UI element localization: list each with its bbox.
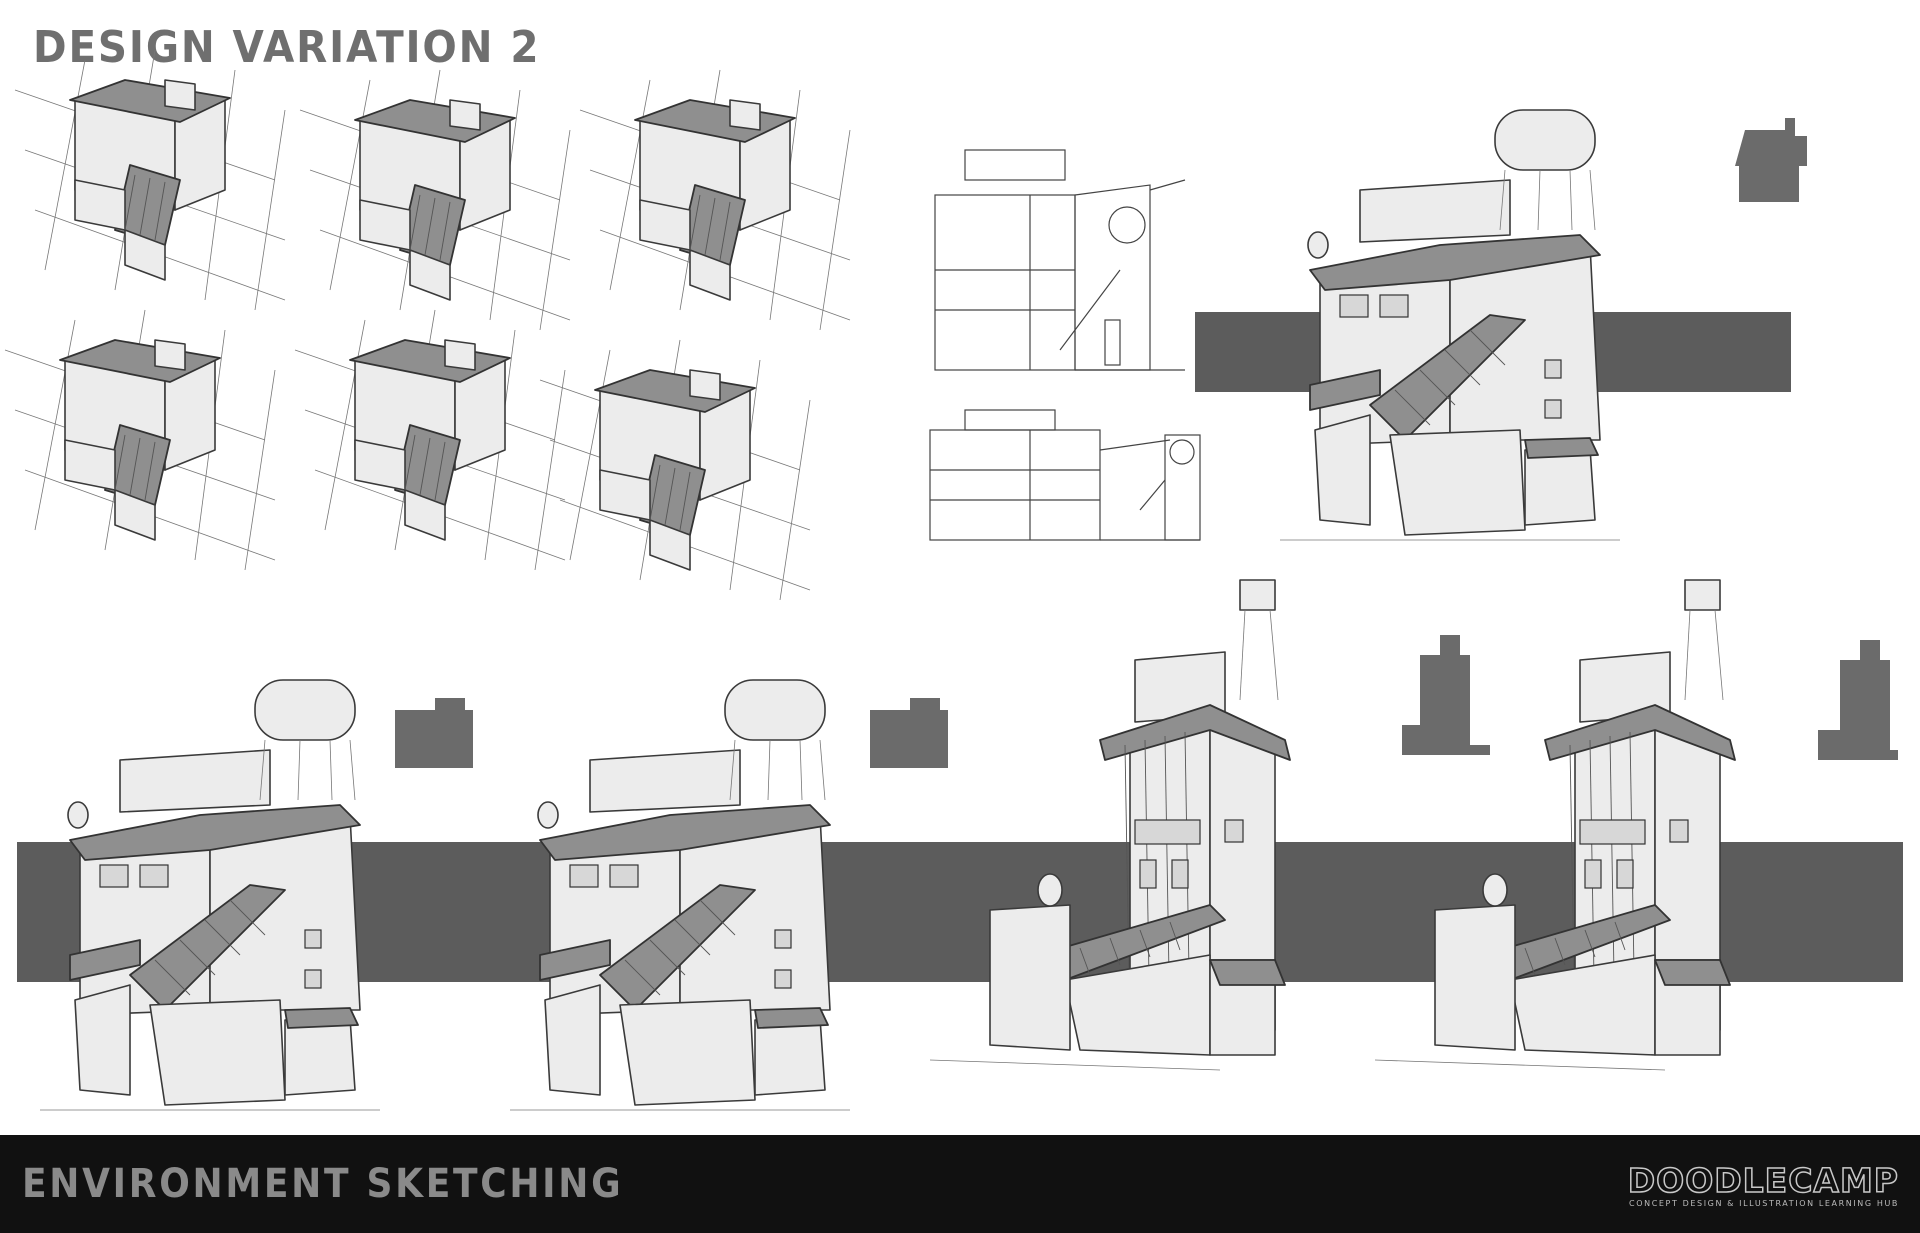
thumbnail-sketch-5 (294, 309, 566, 571)
page-title: DESIGN VARIATION 2 (33, 22, 541, 73)
silhouette-1 (395, 698, 473, 768)
silhouette-3 (1402, 635, 1490, 755)
refined-sketch-2 (509, 679, 851, 1111)
elevation-drawing-top (934, 149, 1186, 371)
logo-tagline: CONCEPT DESIGN & ILLUSTRATION LEARNING H… (1629, 1199, 1899, 1208)
refined-sketch-3 (929, 579, 1291, 1071)
thumbnail-sketch-1 (14, 49, 286, 311)
elevation-drawing-bottom (929, 409, 1201, 541)
logo-wordmark: DOODLECAMP (1627, 1161, 1899, 1200)
refined-sketch-1 (39, 679, 381, 1111)
silhouette-2 (870, 698, 948, 768)
thumbnail-sketch-6 (539, 339, 811, 601)
brand-logo: DOODLECAMP CONCEPT DESIGN & ILLUSTRATION… (1627, 1161, 1899, 1209)
thumbnail-sketch-2 (299, 69, 571, 331)
silhouette-4 (1818, 640, 1898, 760)
refined-sketch-4 (1374, 579, 1736, 1071)
thumbnail-sketch-4 (4, 309, 276, 571)
sketch-sheet (4, 49, 1903, 1111)
footer-title: ENVIRONMENT SKETCHING (22, 1161, 624, 1207)
thumbnail-sketch-3 (579, 69, 851, 331)
main-concept-sketch (1279, 109, 1621, 541)
footer-bar: ENVIRONMENT SKETCHING DOODLECAMP CONCEPT… (0, 1135, 1920, 1233)
silhouette-top-right (1735, 118, 1807, 202)
